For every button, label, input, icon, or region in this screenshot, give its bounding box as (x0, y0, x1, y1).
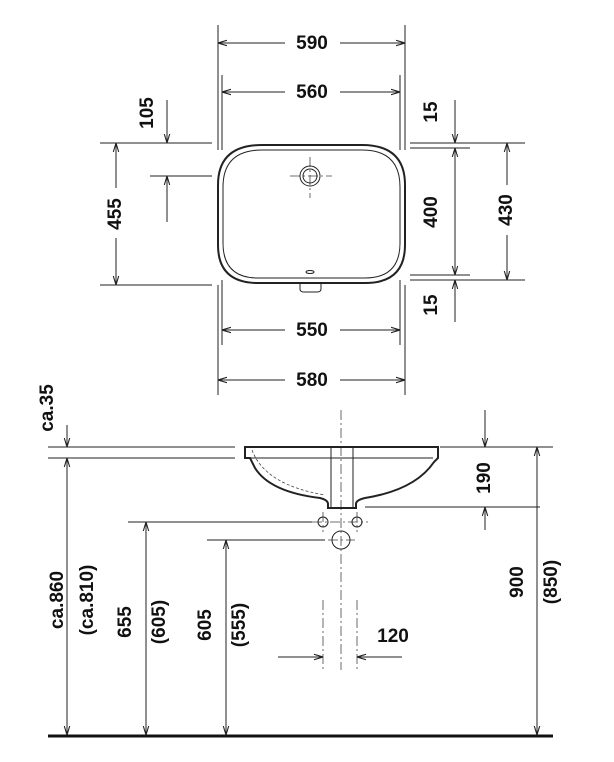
dim-15-bottom: 15 (421, 294, 442, 316)
dim-ca35: ca.35 (37, 384, 58, 432)
drain-icon (299, 165, 321, 187)
dim-ca860: ca.860 (47, 571, 68, 629)
dim-850: (850) (541, 560, 562, 604)
dim-550: 550 (296, 320, 328, 341)
dim-455: 455 (105, 198, 126, 230)
dim-655: 655 (115, 606, 136, 638)
dim-400: 400 (421, 196, 442, 228)
waste-outlet-icon (331, 530, 351, 550)
tap-hole-right-icon (351, 516, 363, 528)
dim-190: 190 (474, 462, 495, 494)
dim-ca810: (ca.810) (77, 565, 98, 636)
overflow-icon (305, 270, 315, 274)
dim-430: 430 (496, 194, 517, 226)
tap-hole-left-icon (317, 516, 329, 528)
dim-590: 590 (296, 33, 328, 54)
basin-inner-outline (222, 149, 401, 279)
dim-605: 605 (195, 609, 216, 641)
side-view: ca.35 ca.860 (ca.810) 655 (605) 605 (555… (37, 384, 562, 738)
dim-605-alt: (605) (149, 600, 170, 644)
basin-outer-outline (217, 144, 406, 284)
dim-900: 900 (507, 566, 528, 598)
dim-15-top: 15 (421, 101, 442, 123)
dim-120: 120 (377, 626, 409, 647)
top-view: 590 560 550 580 105 455 15 400 430 15 (100, 25, 525, 395)
dim-105: 105 (137, 97, 158, 129)
basin-section (244, 446, 439, 509)
dim-580: 580 (296, 370, 328, 391)
dim-555: (555) (229, 603, 250, 647)
dim-560: 560 (296, 82, 328, 103)
